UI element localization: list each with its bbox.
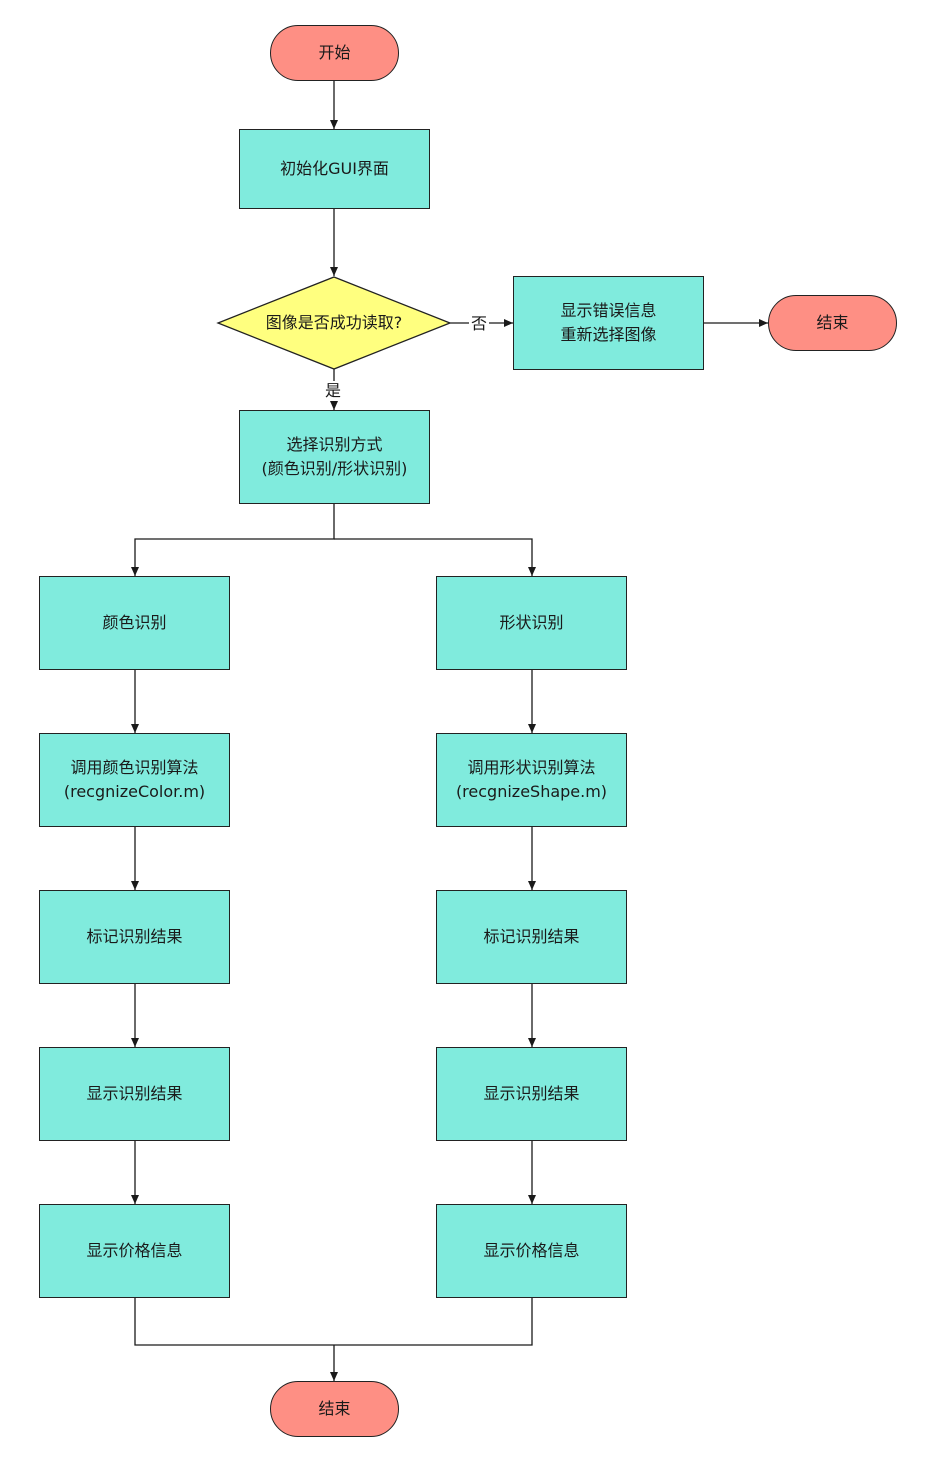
show-result-right-label: 显示识别结果 (483, 1084, 580, 1103)
call-shape-line2: (recgnizeShape.m) (455, 782, 608, 801)
decision-node: 图像是否成功读取? (218, 277, 450, 369)
show-result-right-box: 显示识别结果 (436, 1047, 627, 1141)
decision-label: 图像是否成功读取? (265, 313, 403, 332)
call-color-line2: (recgnizeColor.m) (63, 782, 206, 801)
mark-result-left-label: 标记识别结果 (86, 927, 183, 946)
show-result-left-box: 显示识别结果 (39, 1047, 230, 1141)
call-color-algorithm-box: 调用颜色识别算法 (recgnizeColor.m) (39, 733, 230, 827)
line-price-left-merge (134, 1298, 334, 1346)
arrow-select-to-shape (334, 538, 536, 576)
call-color-line1: 调用颜色识别算法 (70, 758, 199, 777)
decision-diamond (216, 276, 452, 370)
select-mode-box: 选择识别方式 (颜色识别/形状识别) (239, 410, 430, 504)
price-info-right-box: 显示价格信息 (436, 1204, 627, 1298)
start-terminal: 开始 (270, 25, 399, 81)
start-label: 开始 (318, 43, 351, 62)
select-mode-line1: 选择识别方式 (286, 435, 383, 454)
end-error-label: 结束 (816, 313, 849, 332)
error-label-line1: 显示错误信息 (560, 301, 657, 320)
edge-label-yes: 是 (323, 381, 344, 401)
show-result-left-label: 显示识别结果 (86, 1084, 183, 1103)
arrow-select-to-color (131, 504, 335, 576)
end-terminal-error: 结束 (768, 295, 897, 351)
price-info-left-label: 显示价格信息 (86, 1241, 183, 1260)
color-recognition-box: 颜色识别 (39, 576, 230, 670)
line-price-right-merge (334, 1298, 533, 1346)
price-info-left-box: 显示价格信息 (39, 1204, 230, 1298)
error-label-line2: 重新选择图像 (560, 325, 657, 344)
select-mode-line2: (颜色识别/形状识别) (261, 459, 408, 478)
color-recognition-label: 颜色识别 (102, 613, 167, 632)
error-box: 显示错误信息 重新选择图像 (513, 276, 704, 370)
call-shape-line1: 调用形状识别算法 (467, 758, 596, 777)
shape-recognition-label: 形状识别 (499, 613, 564, 632)
mark-result-right-box: 标记识别结果 (436, 890, 627, 984)
mark-result-left-box: 标记识别结果 (39, 890, 230, 984)
end-terminal-final: 结束 (270, 1381, 399, 1437)
mark-result-right-label: 标记识别结果 (483, 927, 580, 946)
edge-label-no: 否 (469, 314, 490, 334)
price-info-right-label: 显示价格信息 (483, 1241, 580, 1260)
init-gui-label: 初始化GUI界面 (280, 159, 389, 178)
init-gui-box: 初始化GUI界面 (239, 129, 430, 209)
shape-recognition-box: 形状识别 (436, 576, 627, 670)
call-shape-algorithm-box: 调用形状识别算法 (recgnizeShape.m) (436, 733, 627, 827)
end-final-label: 结束 (318, 1399, 351, 1418)
